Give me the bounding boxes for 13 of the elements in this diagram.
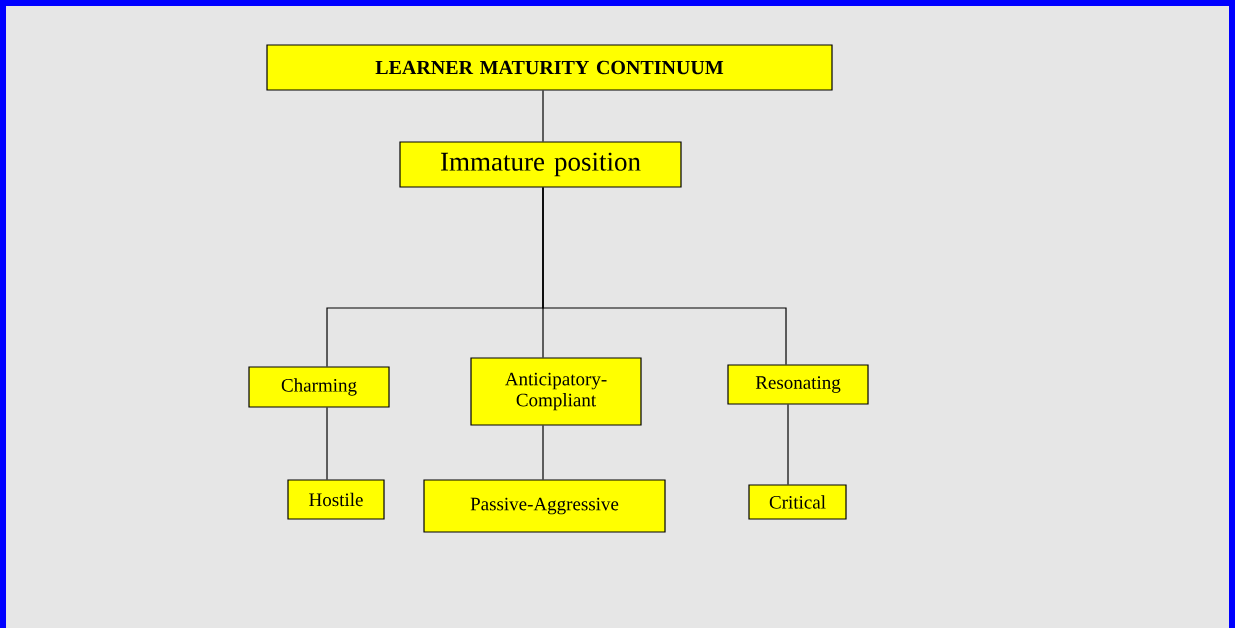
box: Anticipatory-Compliant [470,357,642,426]
connector [326,407,328,480]
box: Immature position [399,141,682,188]
box: Charming [248,366,390,408]
box: LEARNER MATURITY CONTINUUM [266,44,833,91]
box: Passive-Aggressive [423,479,666,533]
connector [542,90,544,142]
box: Critical [748,484,847,520]
connector [542,187,787,365]
box: Hostile [287,479,385,520]
connector [787,404,789,485]
connector [542,425,544,480]
box: Resonating [727,364,869,405]
